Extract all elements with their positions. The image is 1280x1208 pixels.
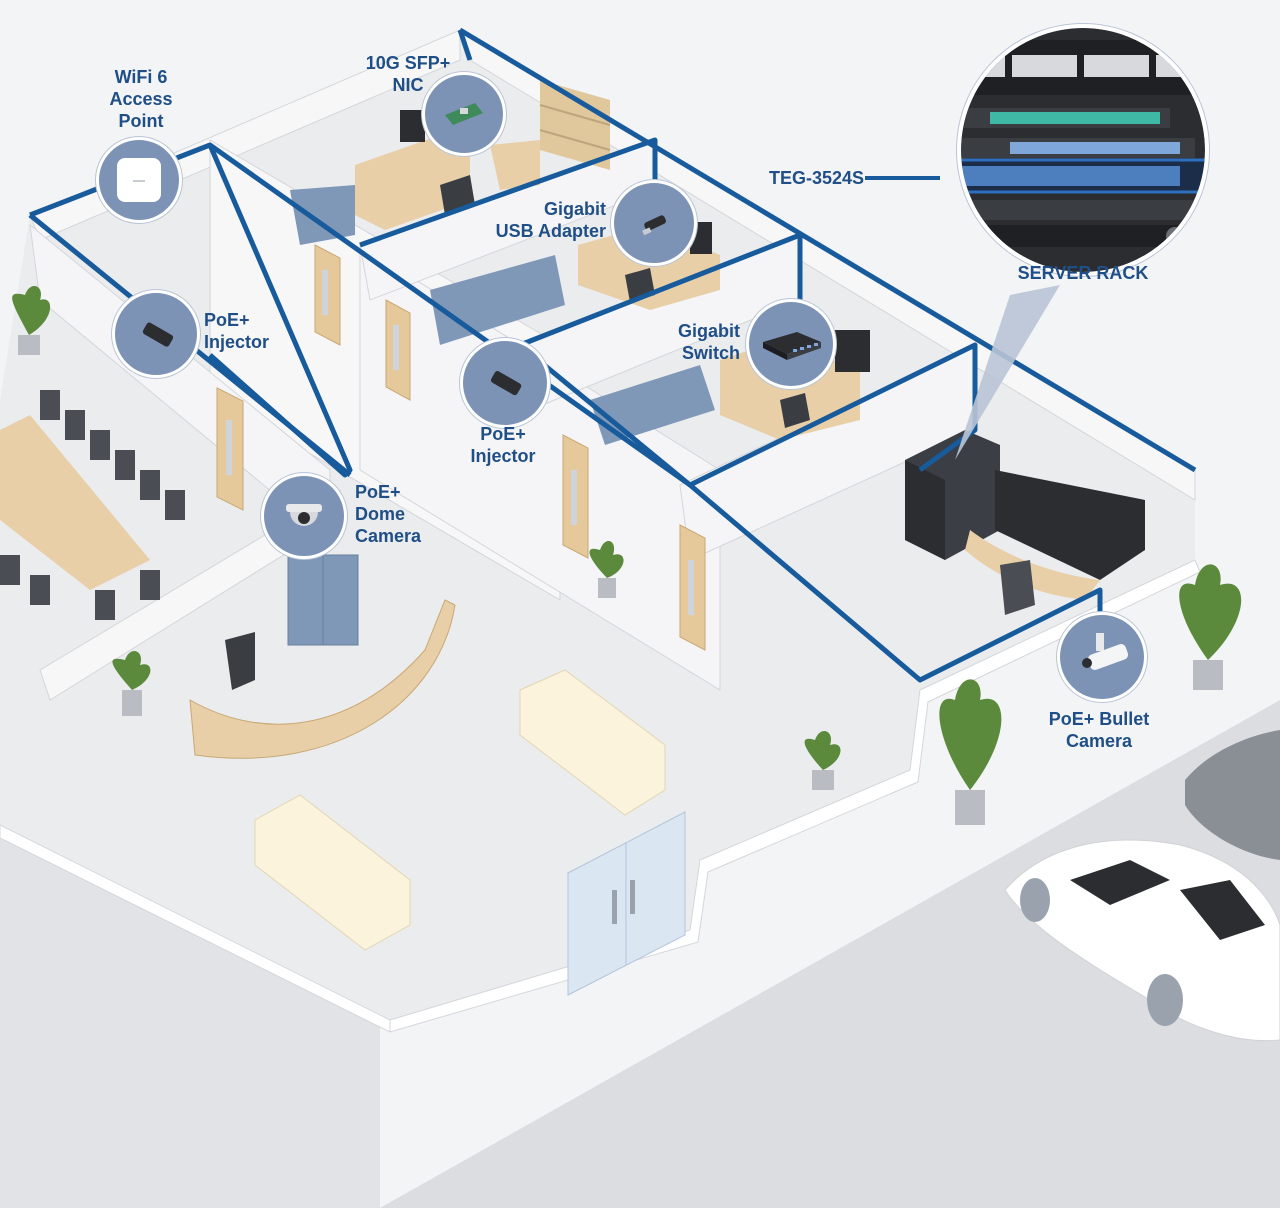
building-base — [0, 820, 380, 1208]
injector-center-label: PoE+Injector — [470, 424, 536, 466]
door-windows — [226, 270, 694, 615]
dome-camera-icon[interactable] — [261, 473, 347, 559]
driveway — [380, 700, 1280, 1208]
poe-injector-icon[interactable] — [112, 290, 200, 378]
plant-reception — [112, 650, 151, 716]
office-top-furniture — [290, 80, 611, 245]
meeting-room — [0, 285, 185, 620]
poe-injector-icon[interactable] — [460, 338, 550, 428]
server-rack-label: SERVER RACK — [1017, 263, 1149, 283]
bullet-camera-icon[interactable] — [1057, 612, 1147, 702]
reception — [112, 554, 456, 759]
rack-callout-pointer — [955, 285, 1060, 460]
usb-adapter-icon[interactable] — [611, 180, 697, 266]
access-point-icon[interactable] — [96, 137, 182, 223]
plant-meeting — [12, 285, 51, 355]
rack-switch-label: TEG-3524S — [768, 168, 864, 188]
wall-corridor — [359, 244, 721, 691]
cars — [1004, 730, 1280, 1042]
injector-left-label: PoE+Injector — [204, 310, 270, 352]
network-card-icon[interactable] — [422, 72, 506, 156]
network-switch-icon[interactable] — [746, 299, 836, 389]
sofas — [254, 669, 666, 951]
plants — [589, 540, 1242, 825]
entrance-door — [567, 811, 686, 996]
server-rack-inset — [865, 23, 1210, 277]
nic-label: 10G SFP+NIC — [365, 53, 451, 95]
network-cabling — [28, 27, 1197, 683]
